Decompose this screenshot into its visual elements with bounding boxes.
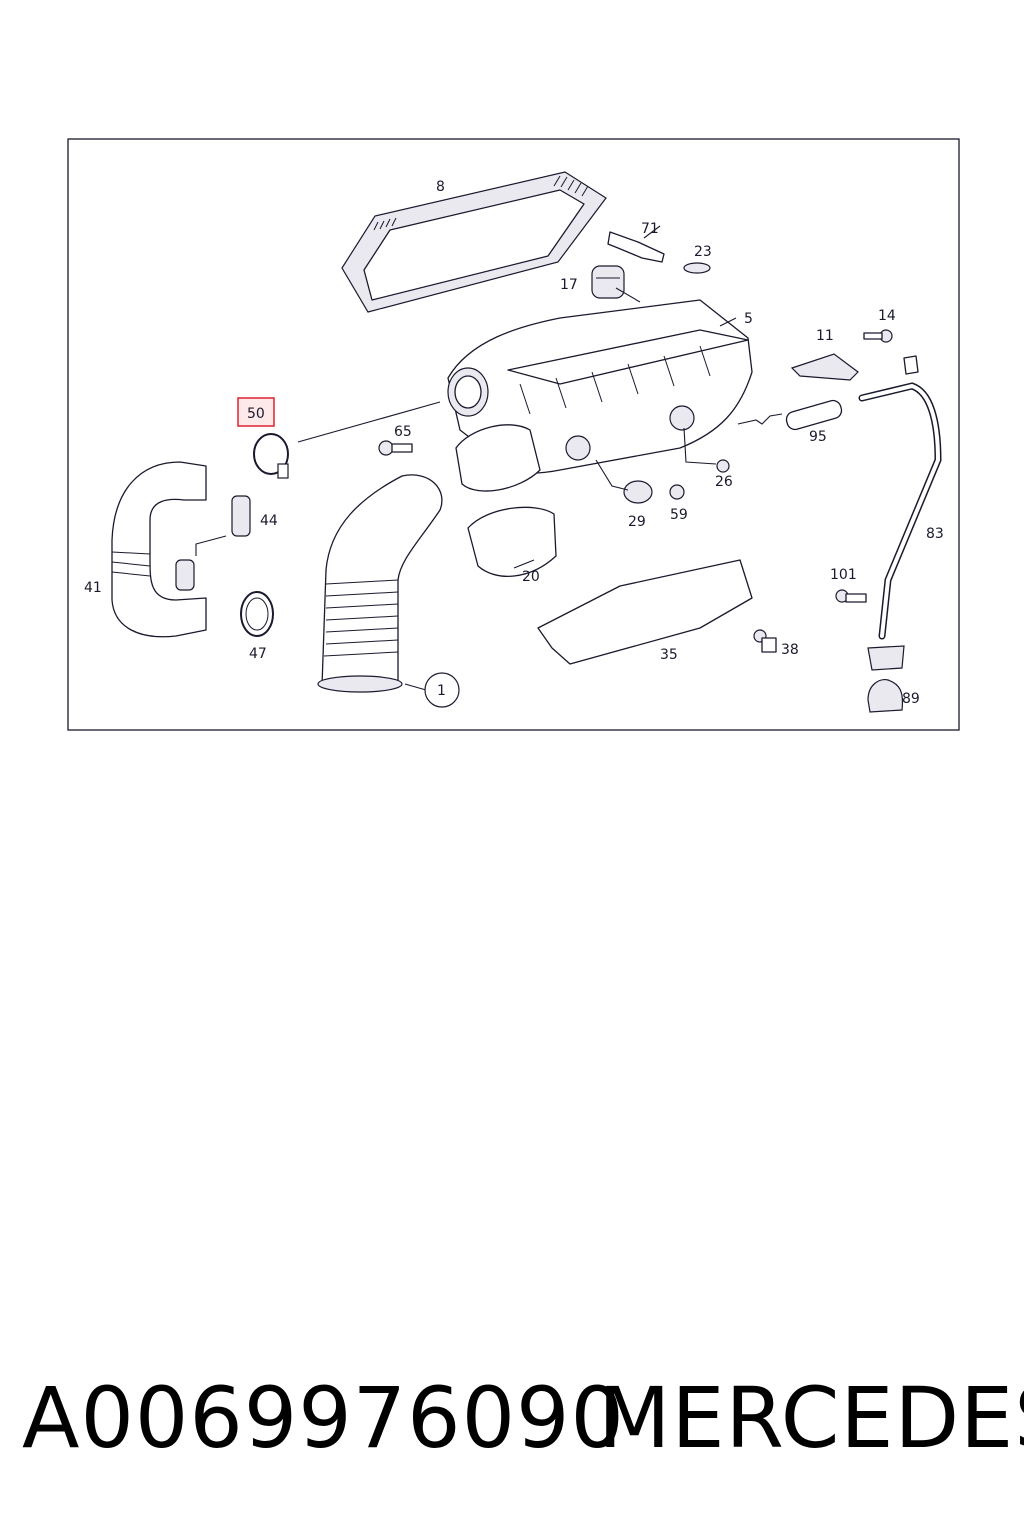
callout-44: 44 — [260, 513, 278, 529]
parts-diagram: 8 71 23 17 5 14 11 50 65 95 26 44 29 59 … — [67, 138, 960, 731]
sensor-part — [790, 353, 859, 381]
callout-11: 11 — [816, 328, 834, 344]
highlight-box — [237, 397, 275, 427]
rubber-mount-part — [867, 645, 905, 671]
callout-35: 35 — [660, 647, 678, 663]
bolt-small-part — [863, 329, 893, 343]
clamp-part — [240, 591, 274, 637]
short-hose-part — [785, 399, 843, 431]
callout-14: 14 — [878, 308, 896, 324]
heat-shield-part — [537, 559, 753, 665]
callout-8: 8 — [436, 179, 445, 195]
part-number: A0069976090 — [22, 1369, 625, 1467]
callout-17: 17 — [560, 277, 578, 293]
vent-pipe-part — [858, 382, 942, 640]
screw-part — [669, 484, 685, 500]
diagram-frame — [67, 138, 960, 731]
callout-29: 29 — [628, 514, 646, 530]
nipple-part — [175, 559, 195, 591]
leader-lines — [195, 225, 783, 691]
callout-41: 41 — [84, 580, 102, 596]
screw-38-part — [753, 629, 777, 653]
callout-101: 101 — [830, 567, 857, 583]
callout-47: 47 — [249, 646, 267, 662]
callout-83: 83 — [926, 526, 944, 542]
callout-71: 71 — [641, 221, 659, 237]
air-duct-part — [467, 506, 557, 577]
mount-part — [623, 480, 653, 504]
elbow-hose-part — [111, 461, 207, 638]
nut-part — [683, 262, 711, 274]
callout-5: 5 — [744, 311, 753, 327]
callout-38: 38 — [781, 642, 799, 658]
callout-1: 1 — [437, 683, 446, 699]
bolt-101-part — [835, 589, 867, 603]
callout-59: 59 — [670, 507, 688, 523]
air-filter-part — [341, 171, 607, 313]
intake-bellows-part — [317, 474, 443, 693]
sensor-cap-part — [591, 265, 625, 299]
callout-89: 89 — [902, 691, 920, 707]
grommet-part — [716, 459, 730, 473]
hose-clamp-part — [253, 433, 289, 479]
bracket-small-part — [903, 355, 919, 375]
callout-1-circle — [424, 672, 460, 708]
mount-cap-part — [867, 679, 904, 713]
callout-26: 26 — [715, 474, 733, 490]
brand-name: MERCEDES — [598, 1369, 1024, 1467]
intake-hose-part — [455, 424, 541, 492]
callout-65: 65 — [394, 424, 412, 440]
bolt-part — [378, 440, 413, 456]
callout-20: 20 — [522, 569, 540, 585]
bracket-part — [607, 231, 665, 263]
callout-23: 23 — [694, 244, 712, 260]
callout-95: 95 — [809, 429, 827, 445]
callout-50: 50 — [247, 406, 265, 422]
breather-tube-part — [231, 495, 251, 537]
